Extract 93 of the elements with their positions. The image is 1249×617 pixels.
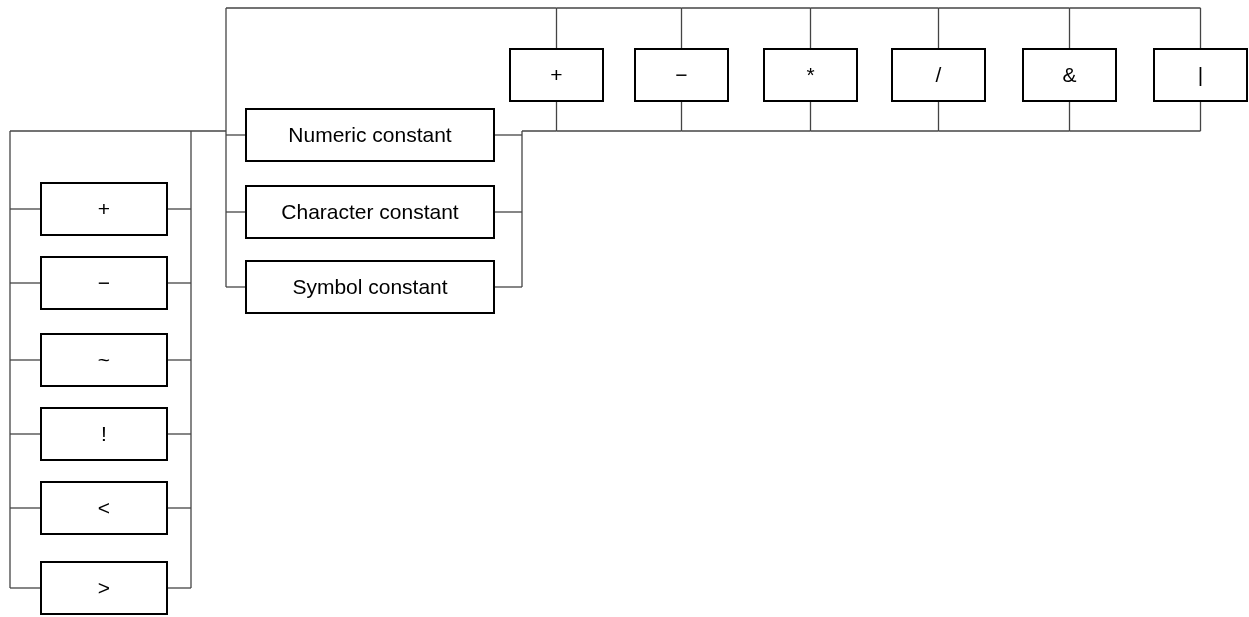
constant-label: Character constant bbox=[281, 200, 459, 224]
connector-line bbox=[9, 208, 11, 284]
connector-line bbox=[1068, 7, 1071, 49]
connector-line bbox=[9, 282, 11, 361]
unary-operator-box bbox=[40, 561, 168, 615]
connector-line bbox=[167, 359, 192, 361]
operator-symbol: / bbox=[935, 63, 942, 87]
unary-operator-box bbox=[40, 407, 168, 461]
connector-line bbox=[809, 101, 812, 132]
connector-line bbox=[225, 286, 246, 288]
connector-line bbox=[1199, 7, 1202, 49]
constant-label: Symbol constant bbox=[292, 275, 448, 299]
connector-line bbox=[9, 130, 11, 210]
connector-line bbox=[494, 134, 523, 136]
connector-line bbox=[1068, 101, 1071, 132]
connector-line bbox=[680, 101, 683, 132]
constant-box bbox=[245, 260, 495, 314]
unary-operator-box bbox=[40, 333, 168, 387]
unary-operator-box bbox=[40, 182, 168, 236]
connector-line bbox=[521, 134, 523, 213]
operator-symbol: − bbox=[675, 63, 688, 87]
connector-line bbox=[937, 130, 1071, 132]
connector-line bbox=[937, 101, 940, 132]
connector-line bbox=[9, 359, 11, 435]
connector-line bbox=[225, 130, 227, 136]
constant-label: Numeric constant bbox=[288, 123, 452, 147]
connector-line bbox=[494, 211, 523, 213]
connector-line bbox=[190, 130, 227, 132]
connector-line bbox=[1068, 7, 1202, 9]
operator-symbol: > bbox=[97, 576, 111, 600]
connector-line bbox=[190, 507, 192, 589]
connector-line bbox=[225, 7, 227, 132]
connector-line bbox=[555, 7, 683, 9]
connector-line bbox=[555, 101, 558, 132]
connector-line bbox=[190, 359, 192, 435]
binary-operator-box bbox=[1153, 48, 1248, 102]
connector-line bbox=[167, 433, 192, 435]
connector-line bbox=[225, 7, 558, 9]
connector-line bbox=[167, 587, 192, 589]
connector-line bbox=[680, 7, 683, 49]
operator-symbol: < bbox=[97, 496, 111, 520]
operator-symbol: ~ bbox=[97, 348, 111, 372]
operator-symbol: & bbox=[1062, 63, 1077, 87]
connector-line bbox=[190, 433, 192, 509]
operator-symbol: * bbox=[806, 63, 815, 87]
unary-operator-box bbox=[40, 481, 168, 535]
constant-box bbox=[245, 108, 495, 162]
connector-line bbox=[190, 208, 192, 284]
operator-symbol: − bbox=[97, 271, 111, 295]
connector-line bbox=[555, 130, 683, 132]
binary-operator-box bbox=[763, 48, 858, 102]
connector-line bbox=[225, 134, 227, 213]
connector-line bbox=[190, 282, 192, 361]
constant-box bbox=[245, 185, 495, 239]
connector-line bbox=[225, 134, 246, 136]
connector-line bbox=[9, 507, 11, 589]
connector-line bbox=[809, 7, 812, 49]
connector-line bbox=[225, 211, 246, 213]
connector-line bbox=[225, 211, 227, 288]
connector-line bbox=[937, 7, 940, 49]
connector-line bbox=[167, 208, 192, 210]
binary-operator-box bbox=[891, 48, 986, 102]
connector-line bbox=[937, 7, 1071, 9]
binary-operator-box bbox=[509, 48, 604, 102]
connector-line bbox=[555, 7, 558, 49]
connector-line bbox=[167, 507, 192, 509]
connector-line bbox=[521, 211, 523, 288]
connector-line bbox=[9, 359, 41, 361]
connector-line bbox=[9, 507, 41, 509]
connector-line bbox=[494, 286, 523, 288]
connector-line bbox=[9, 587, 41, 589]
operator-symbol: ! bbox=[101, 422, 107, 446]
connector-line bbox=[9, 130, 192, 132]
binary-operator-box bbox=[1022, 48, 1117, 102]
binary-operator-box bbox=[634, 48, 729, 102]
connector-line bbox=[9, 282, 41, 284]
connector-line bbox=[1068, 130, 1202, 132]
connector-line bbox=[190, 130, 192, 210]
connector-line bbox=[521, 130, 558, 132]
connector-line bbox=[680, 130, 812, 132]
connector-line bbox=[809, 7, 940, 9]
connector-line bbox=[9, 433, 41, 435]
connector-line bbox=[521, 130, 523, 136]
operator-symbol: + bbox=[550, 63, 563, 87]
unary-operator-box bbox=[40, 256, 168, 310]
connector-line bbox=[1199, 101, 1202, 132]
connector-line bbox=[809, 130, 940, 132]
operator-symbol: + bbox=[97, 197, 111, 221]
connector-line bbox=[9, 433, 11, 509]
operator-symbol: | bbox=[1197, 63, 1204, 87]
connector-line bbox=[680, 7, 812, 9]
connector-line bbox=[9, 208, 41, 210]
connector-line bbox=[167, 282, 192, 284]
